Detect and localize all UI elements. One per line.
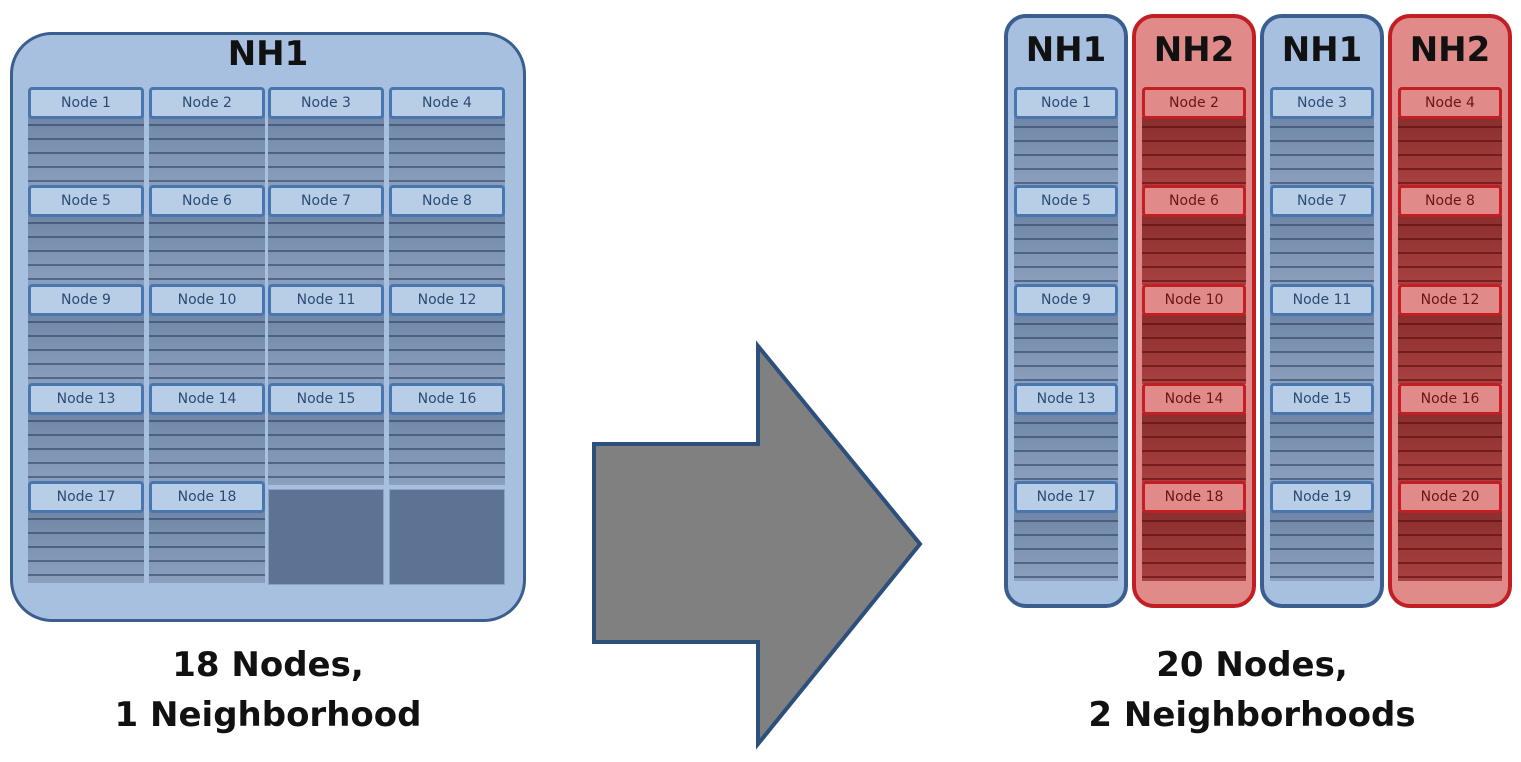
server-rack [268,115,384,189]
server-rack [1014,314,1118,384]
node-label: Node 5 [28,185,144,217]
server-rack [1014,511,1118,581]
server-rack [1398,314,1502,384]
node-label: Node 14 [1142,383,1246,415]
server-rack [1398,511,1502,581]
node-label: Node 8 [389,185,505,217]
node-label: Node 7 [268,185,384,217]
server-rack [149,411,265,485]
node-label: Node 8 [1398,185,1502,217]
server-rack [1142,511,1246,581]
server-rack [1398,413,1502,483]
node-label: Node 18 [149,481,265,513]
server-rack [268,411,384,485]
node-label: Node 2 [1142,87,1246,119]
server-rack [28,213,144,287]
node-label: Node 17 [1014,481,1118,513]
server-rack [149,213,265,287]
node-label: Node 6 [149,185,265,217]
server-rack [149,509,265,583]
server-rack [1142,314,1246,384]
node-label: Node 3 [1270,87,1374,119]
node-label: Node 9 [28,284,144,316]
node-label: Node 10 [149,284,265,316]
node-label: Node 6 [1142,185,1246,217]
left-neighborhood-title: NH1 [227,34,309,74]
right-arrow-icon [592,340,923,750]
node-label: Node 13 [1014,383,1118,415]
node-label: Node 16 [389,383,505,415]
node-label: Node 15 [268,383,384,415]
node-label: Node 12 [389,284,505,316]
server-rack [389,312,505,386]
node-label: Node 17 [28,481,144,513]
server-rack [1014,215,1118,285]
node-label: Node 3 [268,87,384,119]
server-rack [1142,413,1246,483]
server-rack [268,312,384,386]
server-rack [1270,314,1374,384]
node-label: Node 11 [1270,284,1374,316]
server-rack [1398,215,1502,285]
server-rack [268,213,384,287]
server-rack [1270,413,1374,483]
node-label: Node 13 [28,383,144,415]
neighborhood-column-title: NH1 [1025,30,1107,70]
server-rack [1014,413,1118,483]
node-label: Node 10 [1142,284,1246,316]
left-caption-line1: 18 Nodes, [172,645,364,685]
server-rack [1270,511,1374,581]
node-label: Node 20 [1398,481,1502,513]
node-label: Node 4 [1398,87,1502,119]
node-label: Node 16 [1398,383,1502,415]
neighborhood-column-title: NH2 [1153,30,1235,70]
server-rack [1270,215,1374,285]
node-label: Node 18 [1142,481,1246,513]
node-label: Node 9 [1014,284,1118,316]
node-label: Node 15 [1270,383,1374,415]
node-label: Node 4 [389,87,505,119]
right-caption: 20 Nodes, 2 Neighborhoods [1000,640,1504,740]
node-label: Node 5 [1014,185,1118,217]
server-rack [1142,215,1246,285]
left-caption-line2: 1 Neighborhood [114,695,422,735]
server-rack [28,411,144,485]
node-label: Node 14 [149,383,265,415]
server-rack [1270,117,1374,187]
node-label: Node 11 [268,284,384,316]
node-label: Node 2 [149,87,265,119]
node-label: Node 7 [1270,185,1374,217]
left-caption: 18 Nodes, 1 Neighborhood [10,640,526,740]
node-label: Node 19 [1270,481,1374,513]
right-caption-line2: 2 Neighborhoods [1088,695,1416,735]
server-rack [149,115,265,189]
empty-slot [268,489,384,585]
node-label: Node 1 [28,87,144,119]
server-rack [1142,117,1246,187]
node-label: Node 1 [1014,87,1118,119]
neighborhood-column-title: NH2 [1409,30,1491,70]
server-rack [1014,117,1118,187]
server-rack [389,411,505,485]
neighborhood-column-title: NH1 [1281,30,1363,70]
server-rack [28,509,144,583]
empty-slot [389,489,505,585]
server-rack [149,312,265,386]
node-label: Node 12 [1398,284,1502,316]
server-rack [28,312,144,386]
server-rack [1398,117,1502,187]
server-rack [389,213,505,287]
right-caption-line1: 20 Nodes, [1156,645,1348,685]
server-rack [28,115,144,189]
server-rack [389,115,505,189]
